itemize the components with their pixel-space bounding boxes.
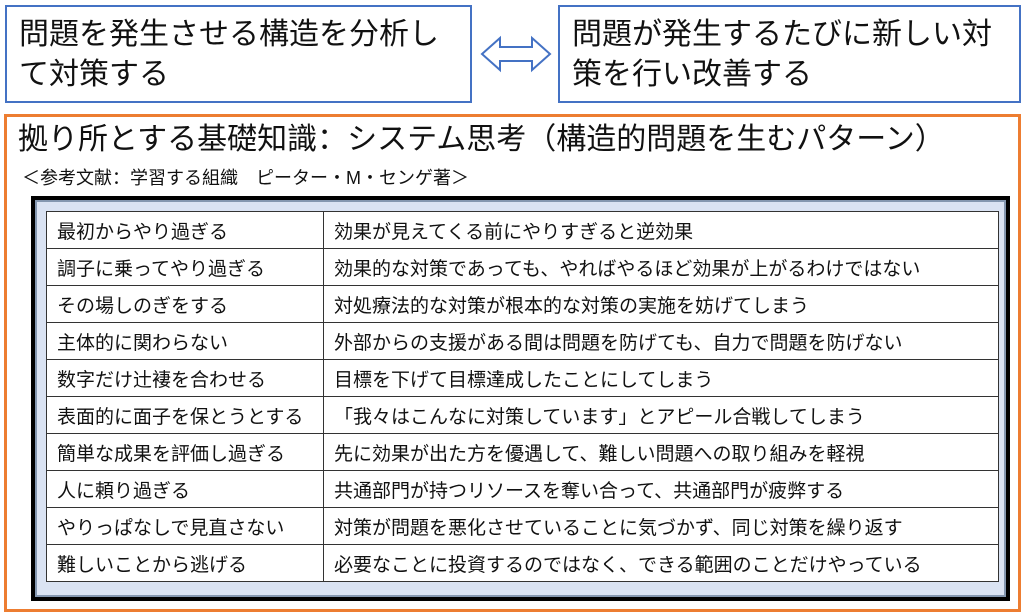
table-row: 数字だけ辻褄を合わせる目標を下げて目標達成したことにしてしまう xyxy=(46,359,999,397)
pattern-cell: 調子に乗ってやり過ぎる xyxy=(46,248,324,286)
table-row: 最初からやり過ぎる効果が見えてくる前にやりすぎると逆効果 xyxy=(46,211,999,249)
patterns-table-frame: 最初からやり過ぎる効果が見えてくる前にやりすぎると逆効果調子に乗ってやり過ぎる効… xyxy=(31,196,1010,601)
table-row: 表面的に面子を保とうとする「我々はこんなに対策しています」とアピール合戦してしま… xyxy=(46,396,999,434)
panel-title: 拠り所とする基礎知識：システム思考（構造的問題を生むパターン） xyxy=(18,123,945,156)
description-cell: 「我々はこんなに対策しています」とアピール合戦してしまう xyxy=(323,396,999,434)
description-cell: 必要なことに投資するのではなく、できる範囲のことだけやっている xyxy=(323,544,999,582)
table-row: 簡単な成果を評価し過ぎる先に効果が出た方を優遇して、難しい問題への取り組みを軽視 xyxy=(46,433,999,471)
description-cell: 対処療法的な対策が根本的な対策の実施を妨げてしまう xyxy=(323,285,999,323)
description-cell: 対策が問題を悪化させていることに気づかず、同じ対策を繰り返す xyxy=(323,507,999,545)
pattern-cell: 人に頼り過ぎる xyxy=(46,470,324,508)
pattern-cell: 主体的に関わらない xyxy=(46,322,324,360)
description-cell: 効果が見えてくる前にやりすぎると逆効果 xyxy=(323,211,999,249)
pattern-cell: その場しのぎをする xyxy=(46,285,324,323)
structural-approach-text: 問題を発生させる構造を分析して対策する xyxy=(19,18,439,91)
pattern-cell: 難しいことから逃げる xyxy=(46,544,324,582)
reference-subtitle: ＜参考文献：学習する組織 ピーター・M・センゲ著＞ xyxy=(22,168,469,188)
table-row: 調子に乗ってやり過ぎる効果的な対策であっても、やればやるほど効果が上がるわけでは… xyxy=(46,248,999,286)
double-arrow-icon xyxy=(480,35,552,73)
structural-approach-box: 問題を発生させる構造を分析して対策する xyxy=(5,5,472,103)
description-cell: 共通部門が持つリソースを奪い合って、共通部門が疲弊する xyxy=(323,470,999,508)
pattern-cell: やりっぱなしで見直さない xyxy=(46,507,324,545)
reactive-approach-box: 問題が発生するたびに新しい対策を行い改善する xyxy=(558,5,1021,103)
table-row: やりっぱなしで見直さない対策が問題を悪化させていることに気づかず、同じ対策を繰り… xyxy=(46,507,999,545)
table-row: 主体的に関わらない外部からの支援がある間は問題を防げても、自力で問題を防げない xyxy=(46,322,999,360)
description-cell: 効果的な対策であっても、やればやるほど効果が上がるわけではない xyxy=(323,248,999,286)
table-row: その場しのぎをする対処療法的な対策が根本的な対策の実施を妨げてしまう xyxy=(46,285,999,323)
pattern-cell: 最初からやり過ぎる xyxy=(46,211,324,249)
patterns-table: 最初からやり過ぎる効果が見えてくる前にやりすぎると逆効果調子に乗ってやり過ぎる効… xyxy=(46,211,999,582)
pattern-cell: 簡単な成果を評価し過ぎる xyxy=(46,433,324,471)
description-cell: 先に効果が出た方を優遇して、難しい問題への取り組みを軽視 xyxy=(323,433,999,471)
table-row: 人に頼り過ぎる共通部門が持つリソースを奪い合って、共通部門が疲弊する xyxy=(46,470,999,508)
pattern-cell: 表面的に面子を保とうとする xyxy=(46,396,324,434)
table-row: 難しいことから逃げる必要なことに投資するのではなく、できる範囲のことだけやってい… xyxy=(46,544,999,582)
description-cell: 目標を下げて目標達成したことにしてしまう xyxy=(323,359,999,397)
reactive-approach-text: 問題が発生するたびに新しい対策を行い改善する xyxy=(572,18,992,91)
system-thinking-panel xyxy=(4,114,1021,612)
pattern-cell: 数字だけ辻褄を合わせる xyxy=(46,359,324,397)
description-cell: 外部からの支援がある間は問題を防げても、自力で問題を防げない xyxy=(323,322,999,360)
